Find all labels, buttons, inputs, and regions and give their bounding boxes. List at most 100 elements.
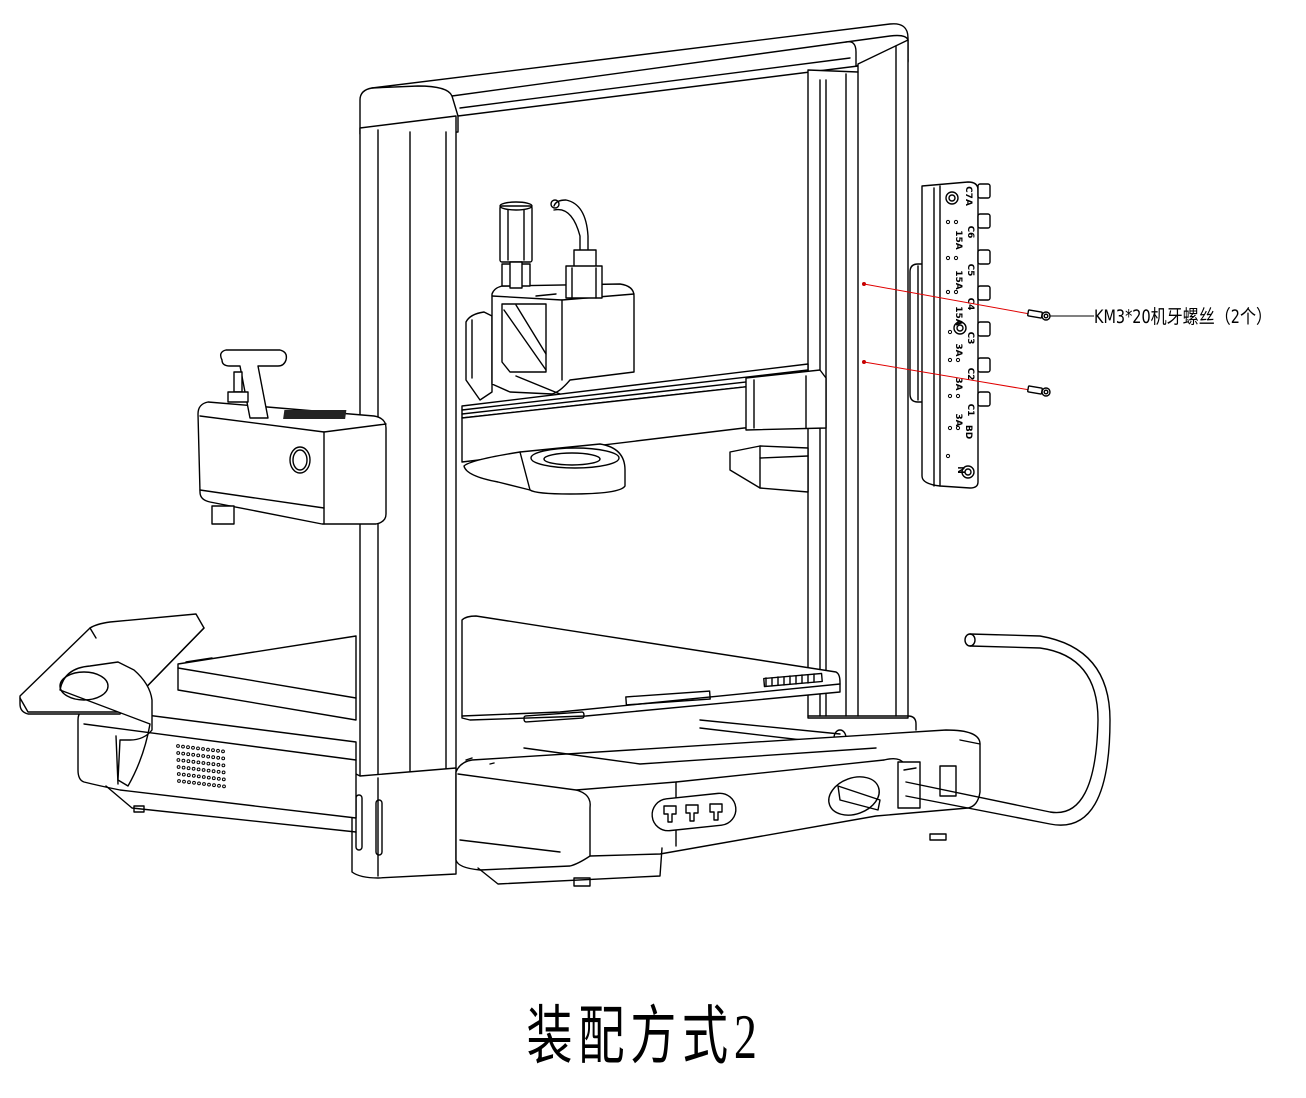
board-dot — [947, 393, 953, 399]
board-dot — [953, 289, 959, 295]
vent-dot — [201, 768, 206, 772]
vent-dot — [182, 779, 186, 784]
printer-base — [77, 707, 981, 887]
vent-dot — [191, 759, 196, 764]
connector-tab — [977, 249, 991, 265]
vent-dot — [196, 760, 201, 765]
vent-dot — [176, 772, 181, 776]
vent-dot — [177, 779, 181, 783]
vent-dot — [216, 769, 221, 774]
toolhead — [465, 199, 635, 401]
ring-light — [463, 443, 626, 495]
vent-dot — [187, 780, 191, 785]
vent-dot — [196, 774, 201, 779]
board-label: C6 — [965, 226, 975, 239]
vent-dot — [186, 759, 191, 764]
vent-dot — [206, 775, 211, 780]
screw-upper — [1027, 309, 1051, 321]
assembly-guides — [862, 282, 1031, 391]
vent-dot — [186, 745, 190, 750]
speaker-vent — [176, 744, 226, 789]
vent-dot — [211, 769, 216, 774]
board-label: C4 — [965, 298, 975, 311]
board-label: 15A — [953, 230, 963, 250]
vent-dot — [221, 763, 226, 768]
vent-dot — [212, 783, 216, 788]
power-socket — [897, 761, 957, 809]
vent-dot — [176, 744, 180, 748]
vent-dot — [216, 748, 220, 753]
board-label: C7A — [963, 186, 973, 206]
diagram-caption: 装配方式2 — [526, 1001, 763, 1072]
vent-dot — [216, 755, 221, 760]
vent-dot — [197, 781, 201, 786]
board-label: C3 — [965, 332, 975, 345]
vent-dot — [201, 747, 205, 751]
vent-dot — [186, 752, 191, 757]
vent-dot — [211, 748, 215, 753]
board-dot — [947, 425, 953, 431]
board-dot — [955, 393, 961, 399]
board-dot — [953, 255, 959, 261]
vent-dot — [186, 766, 191, 771]
board-label: 15A — [953, 270, 963, 290]
board-label: 15A — [953, 306, 963, 326]
vent-dot — [191, 752, 196, 757]
board-label: 3A — [953, 377, 963, 390]
vent-dot — [176, 765, 181, 769]
board-label: N — [955, 466, 965, 474]
board-dot — [953, 219, 959, 225]
connector-tab — [977, 213, 991, 229]
vent-dot — [201, 761, 206, 765]
power-cable — [905, 633, 1111, 826]
callout: KM3*20机牙螺丝（2个） — [1050, 306, 1272, 328]
vent-dot — [206, 768, 211, 773]
vent-dot — [201, 754, 206, 758]
vent-dot — [196, 753, 201, 758]
board-label: BD — [963, 425, 973, 439]
board-dot — [945, 255, 951, 261]
vent-dot — [221, 756, 226, 761]
vent-dot — [202, 782, 206, 786]
vent-dot — [196, 767, 201, 772]
vent-dot — [181, 758, 186, 763]
usb-port-panel — [651, 792, 737, 832]
vent-dot — [191, 773, 196, 778]
vent-grid — [283, 410, 347, 419]
vent-dot — [207, 782, 211, 787]
print-bed — [177, 615, 847, 747]
vent-dot — [181, 751, 186, 756]
vent-dot — [196, 746, 200, 751]
vent-dot — [176, 751, 181, 755]
touchscreen — [19, 613, 205, 787]
vent-dot — [211, 762, 216, 767]
connector-tab — [977, 183, 991, 199]
vent-dot — [211, 755, 216, 760]
control-knob — [828, 776, 881, 816]
connector-tab — [977, 285, 991, 301]
vent-dot — [192, 780, 196, 785]
board-label: C2 — [965, 368, 975, 381]
callout-label: KM3*20机牙螺丝（2个） — [1094, 306, 1272, 328]
board-dot — [945, 289, 951, 295]
vent-dot — [221, 749, 225, 754]
board-dot — [947, 357, 953, 363]
board-dot — [955, 357, 961, 363]
vent-dot — [216, 776, 221, 781]
vent-dot — [206, 747, 210, 752]
board-label: 3A — [953, 343, 963, 356]
vent-dot — [211, 776, 216, 781]
connector-tab — [977, 357, 991, 373]
vent-dot — [191, 766, 196, 771]
vent-dot — [216, 762, 221, 767]
vent-dot — [221, 777, 226, 782]
vent-dot — [206, 754, 211, 759]
board-label: C1 — [965, 404, 975, 417]
vent-dot — [176, 758, 181, 762]
board-dot — [947, 329, 953, 335]
vent-dot — [201, 775, 206, 779]
vent-dot — [181, 772, 186, 777]
vent-dot — [206, 761, 211, 766]
